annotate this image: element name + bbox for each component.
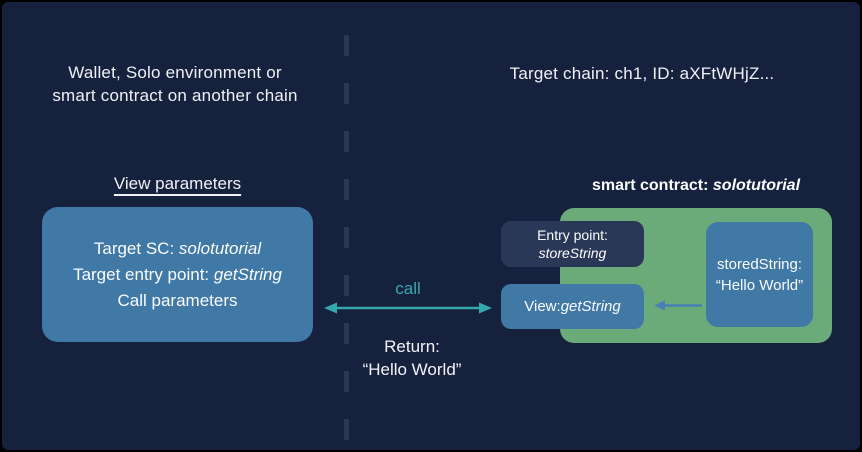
call-label: call — [395, 279, 421, 298]
return-value-label: Return: “Hello World” — [322, 335, 502, 381]
target-entry-point-prefix: Target entry point: — [73, 264, 214, 284]
target-chain-label: Target chain: ch1, ID: aXFtWHjZ... — [509, 64, 775, 83]
call-double-arrow-icon — [324, 302, 492, 314]
left-environment-label: Wallet, Solo environment or smart contra… — [32, 61, 318, 107]
view-box-value: getString — [560, 298, 621, 315]
target-sc-value: solotutorial — [178, 238, 262, 258]
target-sc-line: Target SC: solotutorial — [94, 236, 261, 262]
target-sc-prefix: Target SC: — [93, 238, 179, 258]
stored-string-box: storedString: “Hello World” — [706, 222, 813, 327]
entry-point-box: Entry point: storeString — [501, 221, 644, 267]
target-entry-point-line: Target entry point: getString — [73, 262, 282, 288]
chain-divider-dashed-line — [344, 35, 349, 450]
stored-to-view-arrow-icon — [654, 300, 702, 311]
smart-contract-label: smart contract: solotutorial — [560, 177, 832, 195]
left-environment-label-line2: smart contract on another chain — [52, 86, 298, 105]
return-value-line2: “Hello World” — [362, 360, 462, 379]
stored-string-box-line2: “Hello World” — [715, 276, 804, 294]
view-parameters-heading: View parameters — [113, 174, 242, 193]
view-parameters-box: Target SC: solotutorial Target entry poi… — [42, 207, 313, 342]
entry-point-box-line1: Entry point: — [537, 227, 608, 243]
view-parameters-heading-wrap: View parameters — [42, 174, 313, 194]
call-parameters-line: Call parameters — [117, 290, 238, 310]
left-environment-label-line1: Wallet, Solo environment or — [68, 63, 282, 82]
smart-contract-label-prefix: smart contract: — [591, 177, 713, 194]
smart-contract-label-value: solotutorial — [712, 177, 801, 194]
view-box-prefix: View: — [524, 298, 561, 315]
view-getstring-box: View: getString — [501, 284, 644, 329]
stored-string-box-line1: storedString: — [716, 255, 803, 273]
return-value-line1: Return: — [384, 337, 440, 356]
entry-point-box-line2: storeString — [538, 245, 607, 261]
target-entry-point-value: getString — [213, 264, 282, 284]
